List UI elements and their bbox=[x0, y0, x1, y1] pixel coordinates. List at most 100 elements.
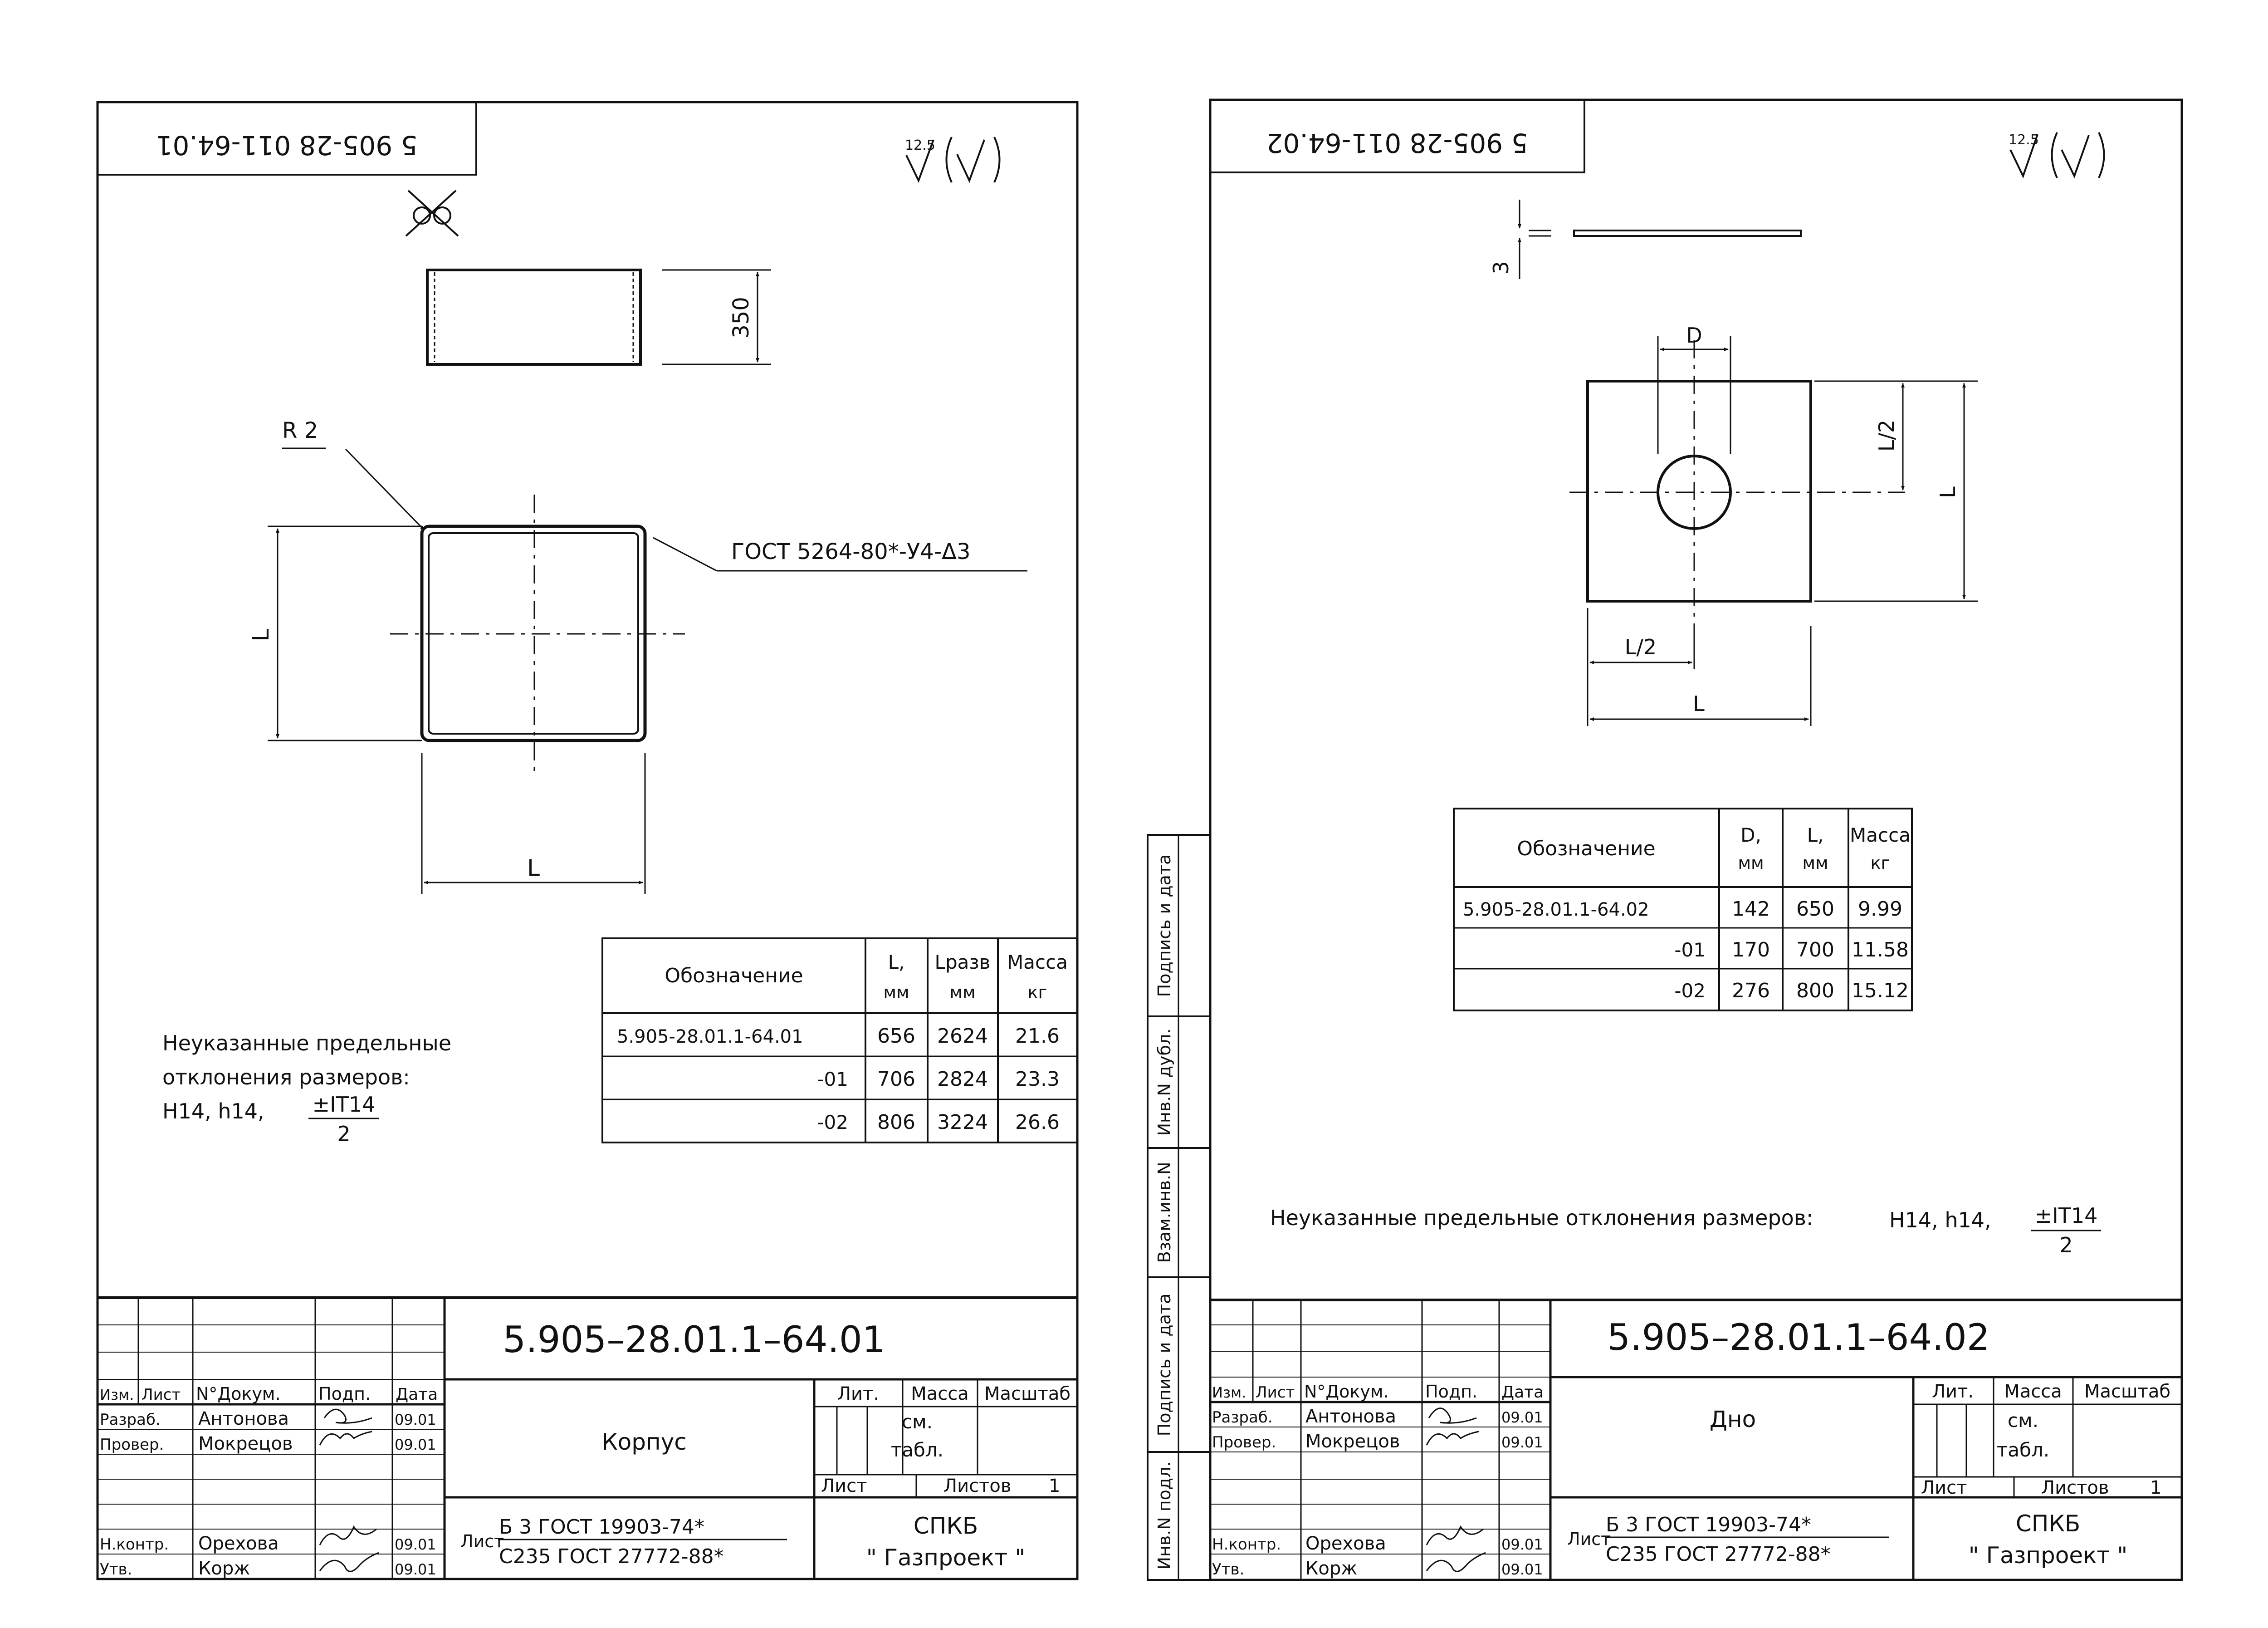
left-dim-l-vertical: L bbox=[248, 629, 274, 642]
right-tb-sheets: Листов bbox=[2041, 1477, 2109, 1498]
right-dim-l-half-horizontal: L/2 bbox=[1625, 635, 1657, 659]
right-tb-header-doc: N°Докум. bbox=[1304, 1382, 1389, 1402]
right-tb-mass: Масса bbox=[2004, 1381, 2062, 1402]
right-tb-header-izm: Изм. bbox=[1212, 1384, 1246, 1401]
right-dim-l-half-vertical: L/2 bbox=[1874, 420, 1899, 451]
right-tb-role: Провер. bbox=[1212, 1433, 1276, 1451]
right-tb-part-name: Дно bbox=[1710, 1406, 1756, 1432]
left-main-view: R 2 ГОСТ 5264-80*-У4-Δ3 L L bbox=[248, 418, 1027, 894]
left-tb-person: Мокрецов bbox=[198, 1433, 293, 1454]
left-table-cell: -02 bbox=[817, 1111, 848, 1133]
left-tb-scale: Масштаб bbox=[984, 1383, 1070, 1404]
left-tb-mass-val2: табл. bbox=[891, 1439, 943, 1461]
right-table-cell: 9.99 bbox=[1858, 897, 1902, 921]
right-tb-mass-val2: табл. bbox=[1997, 1439, 2049, 1461]
left-tolerance-frac-den: 2 bbox=[337, 1122, 350, 1146]
right-plate-view: D L/2 L L/2 L bbox=[1569, 323, 1978, 726]
right-table-header-d-unit: мм bbox=[1738, 853, 1764, 873]
right-side-label: Инв.N дубл. bbox=[1154, 1029, 1174, 1136]
right-tb-org-1: СПКБ bbox=[2016, 1510, 2080, 1537]
right-table-cell: 142 bbox=[1732, 897, 1770, 921]
right-sheet: Подпись и дата Инв.N дубл. Взам.инв.N По… bbox=[1147, 98, 2183, 1581]
right-tb-material-1: Б 3 ГОСТ 19903-74* bbox=[1606, 1513, 1811, 1536]
left-tb-material-1: Б 3 ГОСТ 19903-74* bbox=[499, 1515, 704, 1539]
right-thickness-view: 3 bbox=[1489, 200, 1802, 279]
left-table-header-mass-unit: кг bbox=[1028, 982, 1047, 1002]
left-stamp-box: 5 905-28 011-64.01 bbox=[97, 101, 477, 176]
right-table-header-designation: Обозначение bbox=[1517, 837, 1655, 860]
right-tolerance-line3: H14, h14, bbox=[1889, 1208, 1991, 1232]
right-tb-header-sign: Подп. bbox=[1425, 1382, 1477, 1402]
left-table-cell: 2624 bbox=[937, 1025, 988, 1048]
right-tb-code: 5.905–28.01.1–64.02 bbox=[1607, 1316, 1989, 1358]
right-tb-scale: Масштаб bbox=[2084, 1381, 2170, 1402]
left-dim-l-horizontal: L bbox=[527, 855, 540, 881]
left-radius-label: R 2 bbox=[282, 418, 318, 443]
left-stamp-code: 5 905-28 011-64.01 bbox=[156, 130, 418, 161]
right-tb-date: 09.01 bbox=[1501, 1434, 1543, 1451]
left-dim-350: 350 bbox=[728, 297, 754, 338]
left-tb-role: Утв. bbox=[100, 1560, 132, 1579]
left-tb-material-2: С235 ГОСТ 27772-88* bbox=[499, 1545, 724, 1568]
right-dim-l-horizontal: L bbox=[1693, 691, 1705, 716]
right-table-cell: 700 bbox=[1796, 938, 1834, 961]
right-stamp-box: 5 905-28 011-64.02 bbox=[1209, 99, 1585, 173]
right-table-header-mass: Масса bbox=[1850, 824, 1911, 846]
right-dim-d: D bbox=[1686, 323, 1702, 348]
left-table-header-lrazv: Lразв bbox=[935, 951, 991, 973]
left-tb-person: Антонова bbox=[198, 1408, 289, 1429]
left-tb-sheet: Лист bbox=[821, 1476, 867, 1496]
right-table-cell: 276 bbox=[1732, 979, 1770, 1002]
left-tb-material-prefix: Лист bbox=[460, 1531, 504, 1551]
left-table-header-lrazv-unit: мм bbox=[949, 982, 975, 1002]
right-stamp-code: 5 905-28 011-64.02 bbox=[1266, 127, 1528, 158]
right-side-label: Подпись и дата bbox=[1154, 1294, 1174, 1437]
right-dim-thickness: 3 bbox=[1489, 261, 1513, 274]
left-tolerance-frac-num: ±IT14 bbox=[313, 1092, 376, 1117]
left-tolerance-note: Неуказанные предельные отклонения размер… bbox=[162, 1031, 451, 1146]
left-tb-code: 5.905–28.01.1–64.01 bbox=[503, 1319, 885, 1361]
right-table-cell: 170 bbox=[1732, 938, 1770, 961]
left-tb-sheets-val: 1 bbox=[1049, 1476, 1060, 1496]
left-table-cell: 23.3 bbox=[1015, 1068, 1060, 1091]
left-tb-date: 09.01 bbox=[395, 1436, 436, 1453]
right-table-header-l: L, bbox=[1807, 824, 1824, 846]
left-roughness-symbol: 12.5 bbox=[905, 137, 1001, 183]
right-table-cell: -02 bbox=[1674, 980, 1706, 1002]
right-tb-person: Корж bbox=[1305, 1558, 1357, 1579]
left-tb-header-list: Лист bbox=[142, 1386, 181, 1404]
right-tolerance-frac-den: 2 bbox=[2059, 1233, 2072, 1257]
left-tb-header-sign: Подп. bbox=[318, 1384, 371, 1404]
right-table-header-l-unit: мм bbox=[1802, 853, 1828, 873]
right-tb-role: Разраб. bbox=[1212, 1408, 1273, 1427]
right-tb-role: Н.контр. bbox=[1212, 1535, 1281, 1554]
left-tb-header-doc: N°Докум. bbox=[196, 1384, 281, 1404]
left-tb-org-1: СПКБ bbox=[914, 1513, 978, 1539]
left-frame bbox=[96, 101, 1079, 1580]
right-roughness-symbol: 12.5 bbox=[2009, 132, 2105, 179]
right-tb-role: Утв. bbox=[1212, 1560, 1244, 1579]
right-tb-material-2: С235 ГОСТ 27772-88* bbox=[1606, 1543, 1831, 1566]
left-side-view: 350 bbox=[426, 269, 771, 366]
left-tolerance-line2: отклонения размеров: bbox=[162, 1065, 410, 1089]
right-tb-org-2: " Газпроект " bbox=[1969, 1542, 2128, 1569]
left-table-cell: 706 bbox=[877, 1068, 915, 1091]
left-tolerance-line3: H14, h14, bbox=[162, 1099, 264, 1123]
left-tb-role: Разраб. bbox=[100, 1411, 161, 1429]
right-tb-header-date: Дата bbox=[1501, 1383, 1544, 1402]
right-title-block: Изм. Лист N°Докум. Подп. Дата Разраб. Ан… bbox=[1210, 1299, 2182, 1580]
right-table-cell: 15.12 bbox=[1852, 979, 1909, 1002]
left-tb-org-2: " Газпроект " bbox=[866, 1545, 1026, 1571]
right-tb-date: 09.01 bbox=[1501, 1536, 1543, 1553]
right-tb-person: Орехова bbox=[1305, 1533, 1386, 1554]
right-side-label: Взам.инв.N bbox=[1154, 1162, 1174, 1263]
left-tb-lit: Лит. bbox=[837, 1383, 879, 1404]
left-table-header-mass: Масса bbox=[1007, 951, 1068, 973]
left-table-header-l: L, bbox=[888, 951, 905, 973]
right-tb-person: Антонова bbox=[1305, 1406, 1396, 1427]
left-table-cell: 26.6 bbox=[1015, 1111, 1060, 1134]
left-title-block: Изм. Лист N°Докум. Подп. Дата Разраб. Ан… bbox=[98, 1296, 1077, 1579]
right-dim-l-vertical: L bbox=[1936, 486, 1960, 498]
left-tb-mass-val1: см. bbox=[902, 1411, 933, 1433]
